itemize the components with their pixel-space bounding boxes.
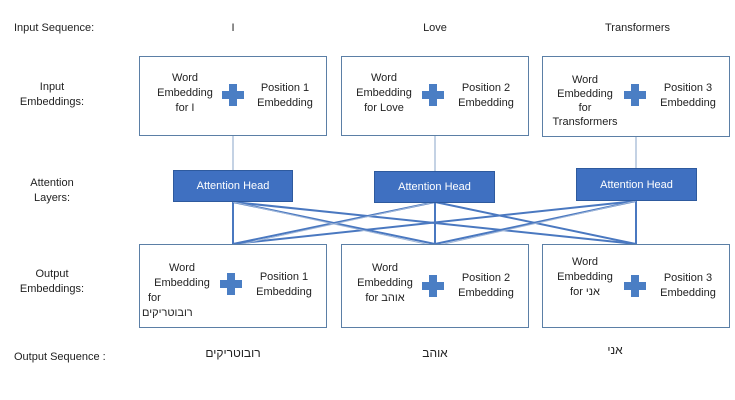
word-embedding-label: Word Embedding for רובוטריקים	[142, 262, 210, 319]
label-output-embeddings: Output Embeddings:	[19, 268, 85, 295]
attention-head-2: Attention Head	[374, 171, 495, 203]
position-embedding-label: Position 3 Embedding	[660, 272, 716, 299]
word-embedding-label: Word Embedding for Transformers	[552, 74, 618, 128]
word-embedding-label: Word Embedding for Love	[356, 72, 412, 114]
input-embedding-box-2: Word Embedding for Love Position 2 Embed…	[341, 56, 529, 136]
position-embedding-label: Position 1 Embedding	[256, 271, 312, 298]
output-token-2: אוהב	[422, 346, 448, 360]
plus-icon	[220, 273, 242, 295]
position-embedding-label: Position 2 Embedding	[458, 272, 514, 299]
plus-icon	[222, 84, 244, 106]
input-embedding-box-1: Word Embedding for I Position 1 Embeddin…	[139, 56, 327, 136]
output-embedding-box-1: Word Embedding for רובוטריקים Position 1…	[139, 244, 327, 328]
position-embedding-label: Position 1 Embedding	[257, 82, 313, 109]
input-token-3: Transformers	[605, 22, 670, 34]
connector-h3-o1	[232, 200, 637, 245]
word-embedding-label: Word Embedding for I	[157, 72, 213, 114]
label-input-sequence: Input Sequence:	[14, 22, 95, 34]
input-token-2: Love	[423, 22, 447, 34]
output-token-3: אני	[607, 343, 623, 357]
label-attention-layers: Attention Layers:	[30, 177, 74, 204]
input-token-1: I	[231, 22, 235, 34]
plus-icon	[422, 84, 444, 106]
input-embedding-box-3: Word Embedding for Transformers Position…	[542, 56, 730, 137]
label-output-sequence: Output Sequence :	[14, 351, 106, 363]
attention-head-3: Attention Head	[576, 168, 697, 201]
plus-icon	[422, 275, 444, 297]
output-embedding-box-2: Word Embedding for אוהב Position 2 Embed…	[341, 244, 529, 328]
position-embedding-label: Position 3 Embedding	[660, 82, 716, 109]
word-embedding-label: Word Embedding for אני	[557, 256, 613, 298]
position-embedding-label: Position 2 Embedding	[458, 82, 514, 109]
plus-icon	[624, 275, 646, 297]
output-token-1: רובוטריקים	[205, 346, 261, 360]
word-embedding-label: Word Embedding for אוהב	[357, 262, 413, 304]
label-input-embeddings: Input Embeddings:	[19, 81, 85, 108]
attention-head-1: Attention Head	[173, 170, 293, 202]
output-embedding-box-3: Word Embedding for אני Position 3 Embedd…	[542, 244, 730, 328]
plus-icon	[624, 84, 646, 106]
